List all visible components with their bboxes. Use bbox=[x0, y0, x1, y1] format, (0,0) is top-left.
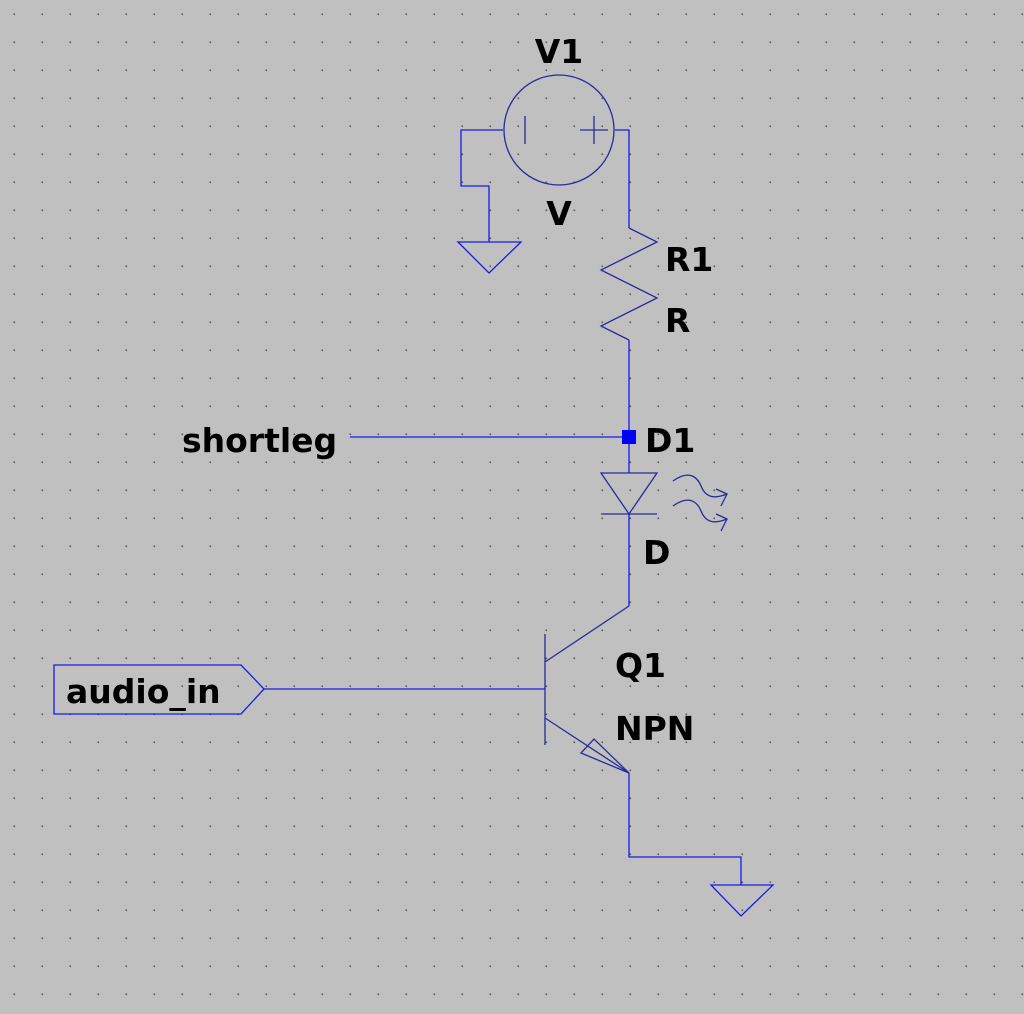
net-label-audio-in[interactable]: audio_in bbox=[66, 672, 221, 711]
voltage-source-v1[interactable]: V1 V bbox=[503, 32, 615, 233]
light-arrow-icon bbox=[715, 488, 728, 507]
emitter-lead-icon bbox=[544, 717, 630, 774]
wire-q1-to-ground[interactable] bbox=[628, 773, 742, 885]
resistor-r1[interactable]: R1 R bbox=[599, 227, 713, 341]
ground-icon bbox=[456, 241, 523, 274]
r1-value-label: R bbox=[665, 301, 690, 340]
q1-value-label: NPN bbox=[615, 709, 694, 748]
voltage-source-body bbox=[503, 74, 615, 186]
light-emission-icon bbox=[672, 474, 728, 498]
collector-lead-icon bbox=[544, 605, 630, 663]
resistor-zigzag-icon bbox=[599, 227, 659, 341]
net-label-shortleg[interactable]: shortleg bbox=[182, 421, 337, 460]
input-port-audio-in[interactable] bbox=[53, 664, 265, 715]
light-emission-icon bbox=[672, 499, 728, 523]
d1-value-label: D bbox=[643, 533, 670, 572]
npn-transistor-q1[interactable]: Q1 NPN bbox=[544, 605, 694, 774]
q1-ref-label: Q1 bbox=[615, 646, 666, 685]
led-d1[interactable]: D1 D bbox=[599, 421, 728, 572]
emitter-arrow-icon bbox=[579, 738, 630, 774]
light-arrow-icon bbox=[715, 513, 728, 532]
ground-icon bbox=[709, 884, 775, 917]
grid-dots bbox=[13, 13, 1024, 996]
r1-ref-label: R1 bbox=[665, 240, 713, 279]
v1-value-label: V bbox=[546, 194, 572, 233]
diode-triangle-icon bbox=[599, 472, 659, 516]
d1-ref-label: D1 bbox=[645, 421, 695, 460]
junction-dot bbox=[622, 430, 636, 444]
v1-ref-label: V1 bbox=[535, 32, 584, 71]
wire-v1-to-r1[interactable] bbox=[615, 129, 630, 228]
wire-v1-to-ground[interactable] bbox=[460, 129, 503, 242]
